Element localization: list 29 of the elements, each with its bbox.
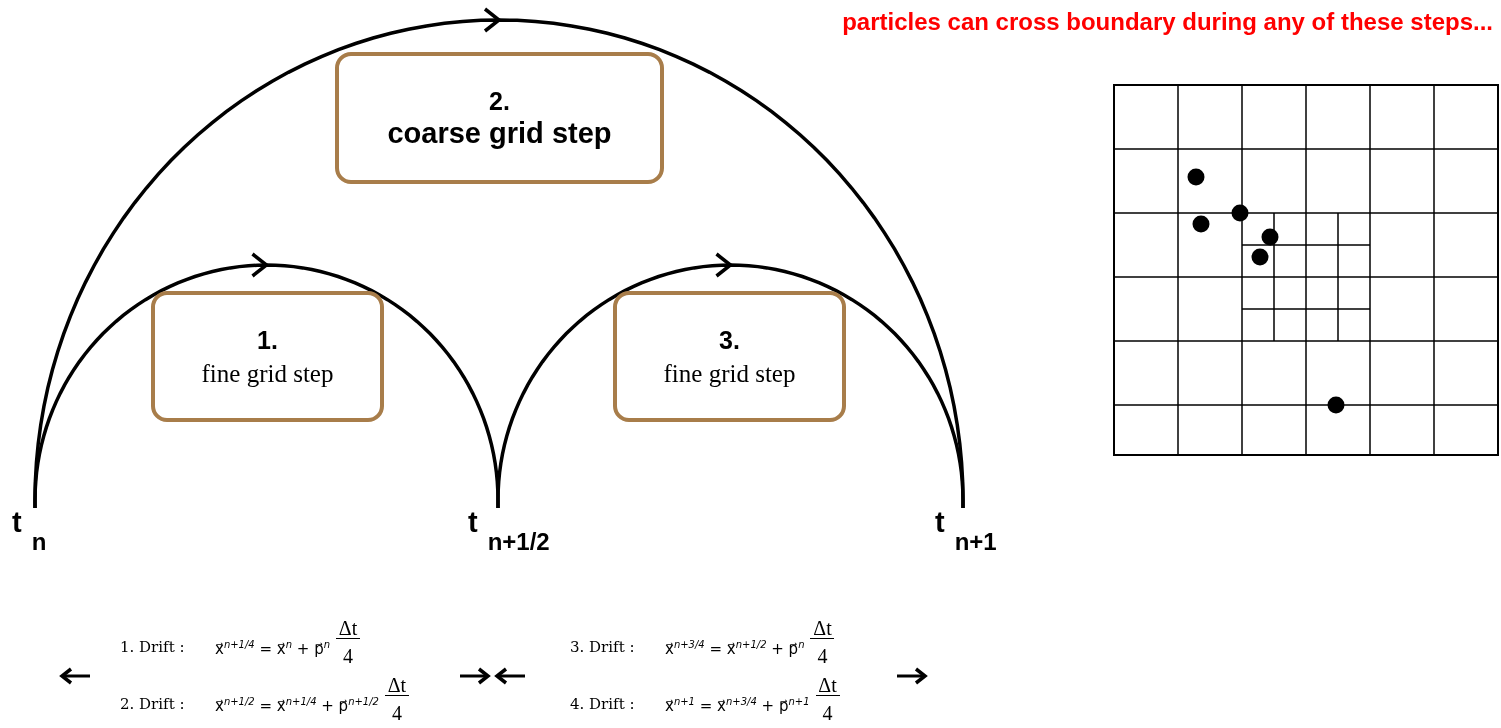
formula: x⃗$^{n+1}$ = x⃗$^{n+3/4}$ + p⃗$^{n+1}$ — [665, 697, 810, 714]
step-number: 3. — [719, 324, 740, 355]
fraction-denominator: 4 — [390, 703, 403, 723]
fraction-numerator: Δt — [815, 675, 840, 696]
formula: x⃗$^{n+1/4}$ = x⃗$^{n}$ + p⃗$^{n}$ — [215, 640, 330, 657]
step-box — [613, 291, 846, 422]
formula-label: 1. Drift : — [120, 640, 185, 655]
fraction-denominator: 4 — [342, 646, 354, 666]
step-box — [151, 291, 384, 422]
time-label: t$_{n+1}$ — [935, 508, 1025, 558]
step-label: fine grid step — [663, 358, 796, 389]
formula-label: 4. Drift : — [570, 697, 635, 712]
formula-label: 2. Drift : — [120, 697, 185, 712]
formula-label: 3. Drift : — [570, 640, 635, 655]
fraction-denominator: 4 — [821, 703, 834, 723]
title: particles can cross boundary during any of these steps... — [842, 8, 1493, 36]
step-label: fine grid step — [201, 358, 334, 389]
step-box — [335, 52, 664, 184]
step-number: 2. — [489, 85, 510, 116]
formula: x⃗$^{n+3/4}$ = x⃗$^{n+1/2}$ + p⃗$^{n}$ — [665, 640, 805, 657]
step-label: coarse grid step — [387, 115, 612, 151]
step-number: 1. — [257, 324, 278, 355]
time-label: t$_{n+1/2}$ — [468, 508, 598, 558]
fraction-denominator: 4 — [816, 646, 829, 666]
time-label: t$_{n}$ — [12, 508, 72, 558]
formula: x⃗$^{n+1/2}$ = x⃗$^{n+1/4}$ + p⃗$^{n+1/2}$ — [215, 697, 379, 714]
fraction-numerator: Δt — [336, 618, 360, 639]
fraction-numerator: Δt — [810, 618, 835, 639]
fraction-numerator: Δt — [384, 675, 409, 696]
